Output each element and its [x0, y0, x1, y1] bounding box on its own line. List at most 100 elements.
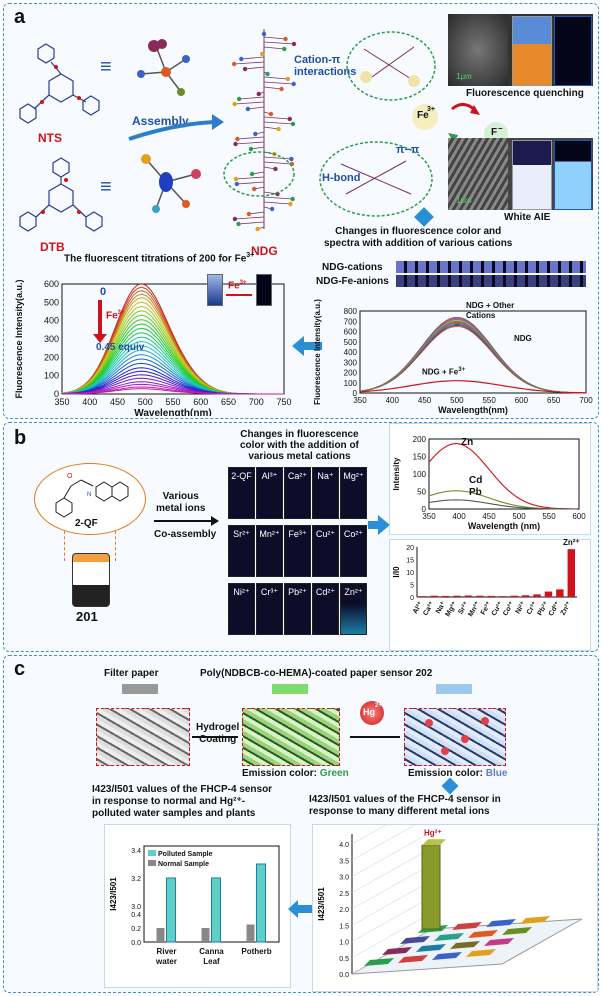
y-tick-label: 10 [406, 570, 414, 577]
bar-category-label: Ca²⁺ [422, 600, 436, 617]
titration-fe-sup: 3+ [117, 310, 125, 316]
dtb-model [141, 154, 201, 213]
x-tick-label: 750 [276, 397, 291, 407]
y-tick-label: 500 [44, 297, 59, 307]
x-axis-label: Wavelength (nm) [468, 521, 540, 531]
emission-blue-word: Blue [485, 768, 508, 779]
helix-node [236, 221, 241, 227]
helix-bond [263, 41, 295, 45]
low-metal-bar [432, 952, 462, 960]
titration-legend-fe-text: Fe [228, 280, 240, 292]
y-tick-label: 0 [422, 505, 427, 514]
cation-curve [359, 321, 586, 394]
helix-bond [263, 46, 285, 50]
helix-node [233, 141, 238, 147]
svg-text:O: O [67, 473, 73, 480]
helix-bond [263, 86, 282, 90]
helix-node [246, 211, 252, 217]
nts-molecule [19, 43, 100, 124]
category-label: Leaf [203, 957, 220, 966]
f-badge-sup: − [498, 124, 503, 133]
metal-tile: Co²⁺ [340, 525, 367, 577]
metal-tile: Al³⁺ [256, 467, 283, 519]
bar-category-label: Zn²⁺ [560, 600, 574, 616]
metal-tile: Mg²⁺ [340, 467, 367, 519]
metal-tile: Na⁺ [312, 467, 339, 519]
sem-image-quenched: 1μm [448, 14, 593, 86]
titration-title-text: The fluorescent titrations of 200 for Fe [64, 253, 247, 265]
spectra-ndgfe-text: NDG + Fe [422, 367, 459, 377]
category-label: Potherb [241, 947, 271, 956]
mesh-blue [404, 708, 506, 766]
low-metal-bar [434, 933, 464, 941]
y-tick-label: 0.2 [131, 926, 141, 933]
y-tick-label: 200 [413, 435, 427, 444]
helix-bond [263, 36, 286, 40]
helix-node [231, 61, 237, 67]
x-tick-label: 600 [515, 396, 529, 405]
helix-bond [235, 176, 265, 180]
cation-pi-zoom [346, 31, 436, 101]
x-tick-label: 650 [221, 397, 236, 407]
y-tick-label: 1.5 [339, 923, 349, 930]
emission-green-label: Emission color: Green [242, 768, 349, 779]
ndg-cations-label: NDG-cations [322, 262, 383, 273]
polluted-bar [211, 877, 221, 943]
ratio-bar [476, 595, 484, 597]
y-tick-label: 0 [54, 389, 59, 399]
helix-bond [241, 56, 265, 60]
dtb-label: DTB [40, 240, 65, 254]
y-tick-label: 400 [44, 316, 59, 326]
helix-bond [239, 96, 265, 100]
ratio-bar [419, 596, 427, 597]
spectra-ndgfe-label: NDG + Fe3+ [422, 367, 465, 377]
metal-tile: Ca²⁺ [284, 467, 311, 519]
metal-tile: Mn²⁺ [256, 525, 283, 577]
zn-curve-label: Zn [461, 437, 473, 448]
panel-b-label: b [14, 427, 27, 449]
svg-text:N: N [87, 492, 91, 498]
grid-line [351, 912, 433, 958]
hydrogel-label: Hydrogel Coating [196, 722, 240, 745]
fe-badge: Fe 3+ [412, 104, 438, 130]
helix-node [232, 216, 238, 222]
helix-bond [263, 121, 293, 125]
helix-node [290, 196, 295, 202]
helix-node [291, 81, 296, 87]
helix-node [252, 186, 257, 192]
spectra-ndgfe-sup: 3+ [458, 367, 466, 373]
helix-node [242, 66, 248, 72]
sample-bar-chart: 0.00.20.43.03.23.4I423/I501RiverwaterCan… [109, 845, 280, 966]
helix-node [261, 31, 267, 37]
helix-node [289, 156, 294, 162]
helix-node [291, 41, 297, 47]
hg-badge-sup: 2+ [375, 703, 382, 709]
helix-bond [263, 116, 290, 120]
normal-bar [201, 928, 210, 942]
grid-line [351, 880, 433, 926]
low-metal-bar [484, 938, 514, 946]
x-tick-label: 700 [579, 396, 593, 405]
x-tick-label: 500 [512, 512, 526, 521]
paper-strip-blue [436, 684, 472, 694]
ratio-bar [533, 594, 541, 597]
ratio-bar [499, 596, 507, 597]
bubble-connector [64, 531, 116, 561]
category-label: water [155, 957, 177, 966]
titration-title: The fluorescent titrations of 200 for Fe… [64, 252, 254, 264]
y-tick-label: 100 [44, 371, 59, 381]
x-axis-label: Wavelength(nm) [438, 405, 508, 415]
grid-line [351, 847, 433, 893]
left-arrow-a [292, 336, 322, 356]
sem-image-aie: 1μm [448, 138, 593, 210]
ndg-fe-curve [359, 380, 587, 394]
grid-line [351, 863, 433, 910]
x-tick-label: 500 [450, 396, 464, 405]
scale-bar-2: 1μm [456, 196, 472, 205]
category-label: Canna [199, 947, 224, 956]
helix-bond [263, 156, 292, 160]
right-arrow-b [368, 515, 390, 535]
x-tick-label: 550 [165, 397, 180, 407]
